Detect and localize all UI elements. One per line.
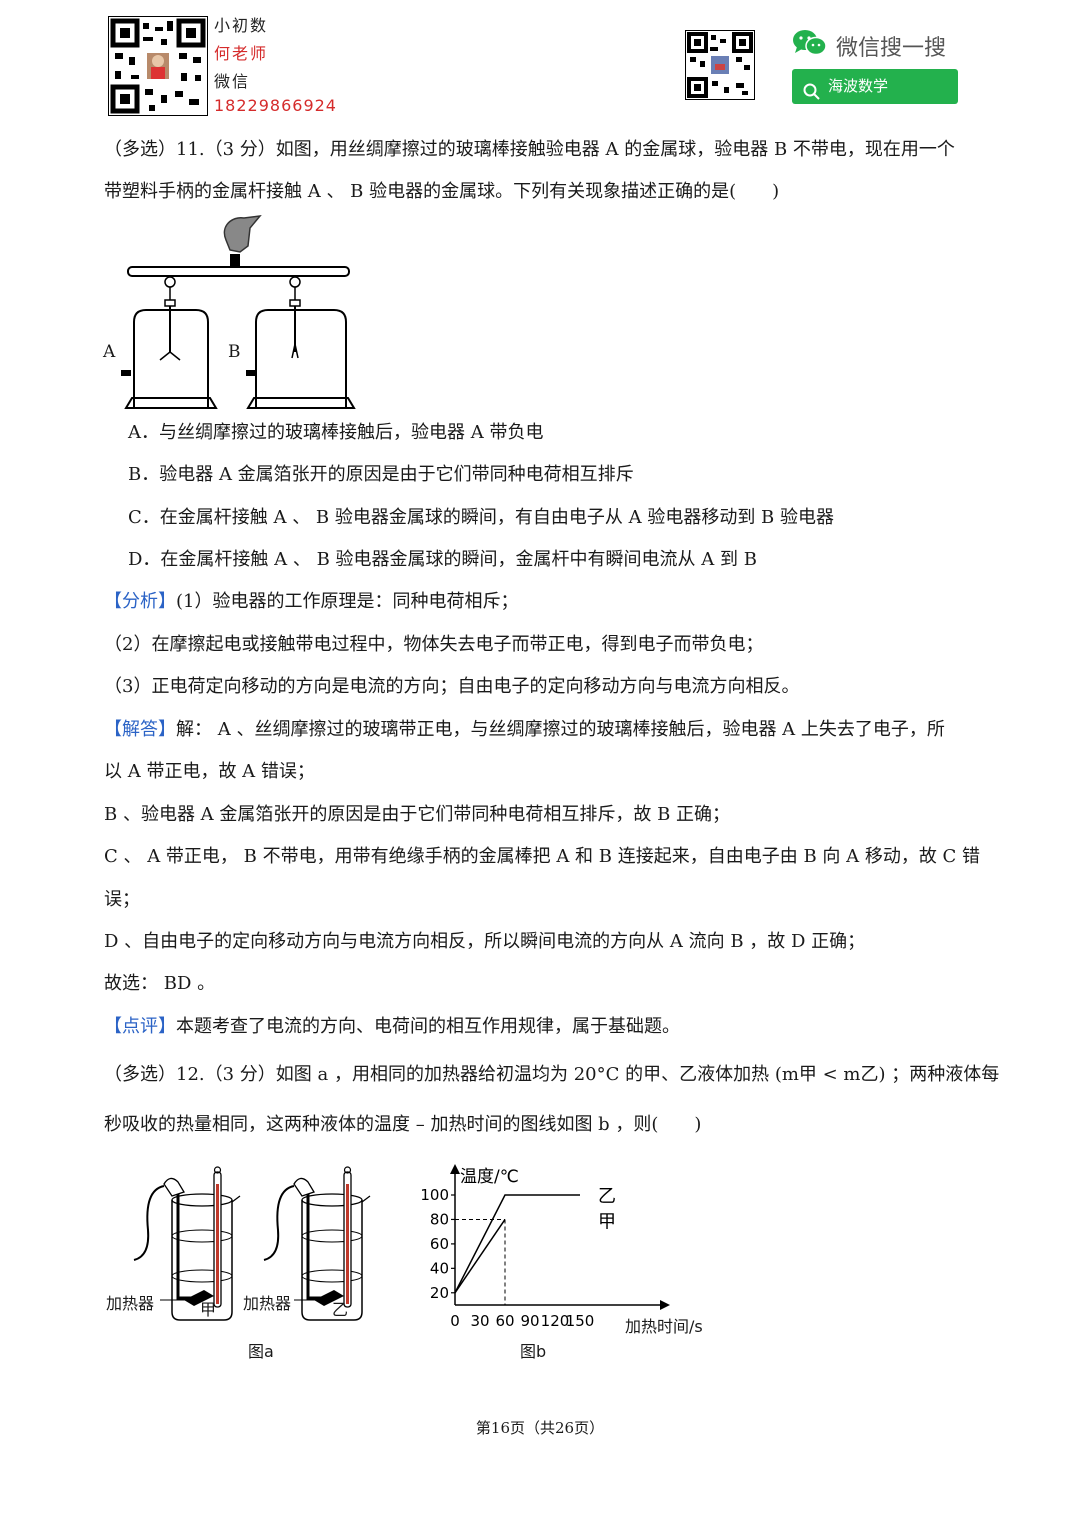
analysis-text-1: (1）验电器的工作原理是：同种电荷相斥；: [176, 591, 519, 612]
heater-label-2: 加热器: [243, 1294, 292, 1313]
liquid-label-yi: 乙: [332, 1300, 349, 1319]
series-label-jia: 甲: [598, 1211, 616, 1232]
y-tick-label: 60: [430, 1235, 449, 1253]
analysis-line-1: 【分析】(1）验电器的工作原理是：同种电荷相斥；: [104, 590, 518, 614]
qr-code-left: [108, 16, 208, 116]
x-tick-label: 60: [495, 1312, 514, 1330]
option-a[interactable]: A．与丝绸摩擦过的玻璃棒接触后，验电器 A 带负电: [128, 422, 544, 443]
handwritten-line-2: 何老师: [214, 44, 269, 63]
page-footer: 第16页（共26页）: [475, 1419, 605, 1437]
option-d[interactable]: D．在金属杆接触 A 、 B 验电器金属球的瞬间，金属杆中有瞬间电流从 A 到 …: [128, 549, 757, 570]
electroscope-label-a: A: [103, 342, 116, 362]
qr-code-right: [685, 30, 755, 100]
figure-a-caption: 图a: [248, 1342, 274, 1361]
x-tick-label: 0: [450, 1312, 460, 1330]
answer-line-7: 故选： BD 。: [104, 973, 216, 994]
option-c[interactable]: C．在金属杆接触 A 、 B 验电器金属球的瞬间，有自由电子从 A 验电器移动到…: [128, 507, 834, 528]
search-button-label: 海波数学: [828, 77, 889, 95]
q11-stem-line-1: （多选）11.（3 分）如图，用丝绸摩擦过的玻璃棒接触验电器 A 的金属球，验电…: [104, 139, 955, 160]
handwritten-line-1: 小初数: [214, 16, 269, 35]
q11-stem-line-2: 带塑料手柄的金属杆接触 A 、 B 验电器的金属球。下列有关现象描述正确的是( …: [104, 181, 780, 202]
y-tick-label: 40: [430, 1259, 449, 1277]
figure-b-caption: 图b: [520, 1342, 547, 1361]
y-tick-label: 100: [420, 1186, 449, 1204]
x-axis-arrow: [660, 1300, 670, 1310]
x-tick-label: 120: [541, 1312, 570, 1330]
analysis-line-3: （3）正电荷定向移动的方向是电流的方向；自由电子的定向移动方向与电流方向相反。: [104, 676, 800, 697]
heating-apparatus-figure: [104, 1160, 384, 1364]
x-axis-label: 加热时间/s: [625, 1317, 703, 1336]
q12-stem-line-2: 秒吸收的热量相同，这两种液体的温度 – 加热时间的图线如图 b ，则( ): [104, 1114, 702, 1135]
answer-tag: 【解答】: [104, 719, 176, 740]
wechat-search-title: 微信搜一搜: [836, 36, 947, 61]
handwritten-line-3: 微信: [214, 72, 251, 91]
answer-text-1: 解： A 、丝绸摩擦过的玻璃带正电，与丝绸摩擦过的玻璃棒接触后，验电器 A 上失…: [176, 719, 945, 740]
q12-stem-line-1: （多选）12.（3 分）如图 a ，用相同的加热器给初温均为 20°C 的甲、乙…: [104, 1064, 1000, 1085]
answer-line-6: D 、自由电子的定向移动方向与电流方向相反，所以瞬间电流的方向从 A 流向 B …: [104, 931, 866, 952]
x-tick-label: 30: [470, 1312, 489, 1330]
series-label-yi: 乙: [598, 1186, 616, 1207]
comment-text: 本题考查了电流的方向、电荷间的相互作用规律，属于基础题。: [176, 1016, 680, 1037]
electroscope-label-b: B: [228, 342, 241, 362]
y-axis-arrow: [450, 1164, 460, 1174]
handwritten-phone: 18229866924: [214, 96, 337, 115]
analysis-tag: 【分析】: [104, 591, 176, 612]
y-tick-label: 20: [430, 1284, 449, 1302]
y-tick-label: 80: [430, 1210, 449, 1228]
y-axis-label: 温度/℃: [460, 1167, 519, 1187]
analysis-line-2: （2）在摩擦起电或接触带电过程中，物体失去电子而带正电，得到电子而带负电；: [104, 634, 764, 655]
comment-tag: 【点评】: [104, 1016, 176, 1037]
wechat-logo-icon: [792, 28, 828, 62]
answer-line-2: 以 A 带正电，故 A 错误；: [104, 761, 315, 782]
series-line-1: [454, 1194, 580, 1294]
x-tick-label: 90: [520, 1312, 539, 1330]
comment-line: 【点评】本题考查了电流的方向、电荷间的相互作用规律，属于基础题。: [104, 1015, 680, 1039]
wechat-search-button[interactable]: 海波数学: [792, 69, 958, 104]
answer-line-5: 误；: [104, 889, 140, 910]
search-icon: [803, 78, 820, 113]
x-tick-label: 150: [566, 1312, 595, 1330]
answer-line-3: B 、验电器 A 金属箔张开的原因是由于它们带同种电荷相互排斥，故 B 正确；: [104, 804, 731, 825]
electroscope-figure: [100, 212, 360, 414]
series-line-2: [454, 1219, 506, 1294]
answer-line-4: C 、 A 带正电， B 不带电，用带有绝缘手柄的金属棒把 A 和 B 连接起来…: [104, 846, 981, 867]
answer-line-1: 【解答】解： A 、丝绸摩擦过的玻璃带正电，与丝绸摩擦过的玻璃棒接触后，验电器 …: [104, 718, 945, 742]
liquid-label-jia: 甲: [200, 1300, 217, 1319]
option-b[interactable]: B．验电器 A 金属箔张开的原因是由于它们带同种电荷相互排斥: [128, 464, 634, 485]
heater-label-1: 加热器: [106, 1294, 155, 1313]
